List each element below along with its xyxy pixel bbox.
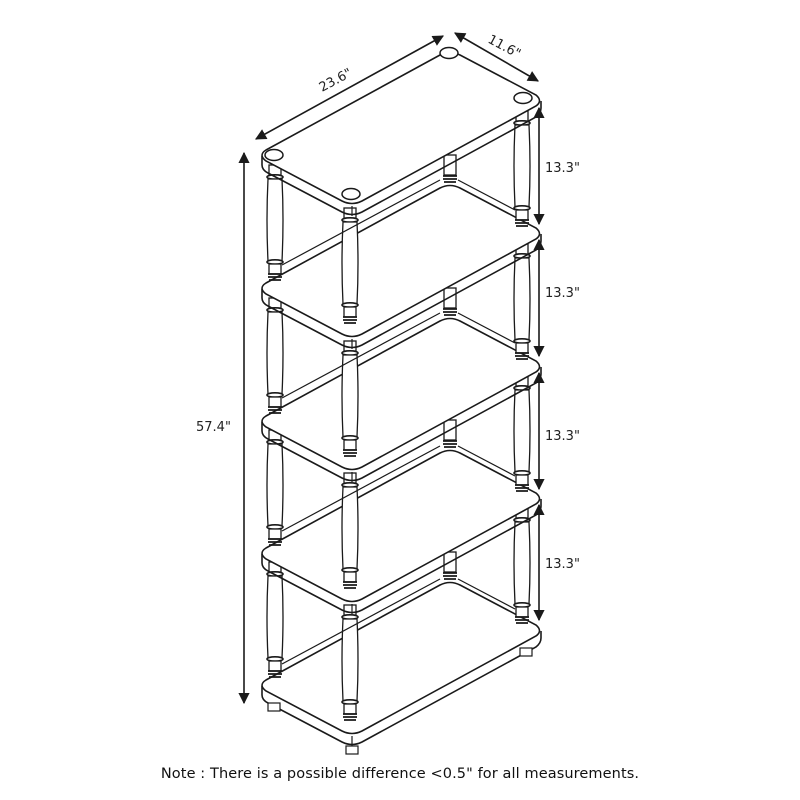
dowel-cap-icon (513, 91, 533, 105)
depth-label: 11.6" (485, 32, 523, 62)
spacing-label-4: 13.3" (545, 557, 580, 572)
width-label: 23.6" (317, 66, 355, 96)
shelf-spacing-dimensions: 13.3" 13.3" 13.3" 13.3" (533, 106, 580, 622)
height-dimension: 57.4" (196, 151, 250, 705)
dowel-cap-icon (439, 46, 459, 60)
shelf-tier-2 (261, 184, 542, 350)
shelf-tier-3 (261, 317, 542, 483)
dowel-cap-icon (264, 148, 284, 162)
back-edge-lines (281, 179, 516, 665)
height-label: 57.4" (196, 420, 231, 435)
measurement-note: Note : There is a possible difference <0… (160, 766, 640, 782)
spacing-label-1: 13.3" (545, 161, 580, 176)
spacing-label-3: 13.3" (545, 429, 580, 444)
dowel-cap-icon (341, 187, 361, 201)
shelf-tier-4 (261, 449, 542, 615)
shelf-tier-5 (261, 581, 542, 755)
spacing-label-2: 13.3" (545, 286, 580, 301)
shelf-tier-1 (261, 46, 542, 217)
